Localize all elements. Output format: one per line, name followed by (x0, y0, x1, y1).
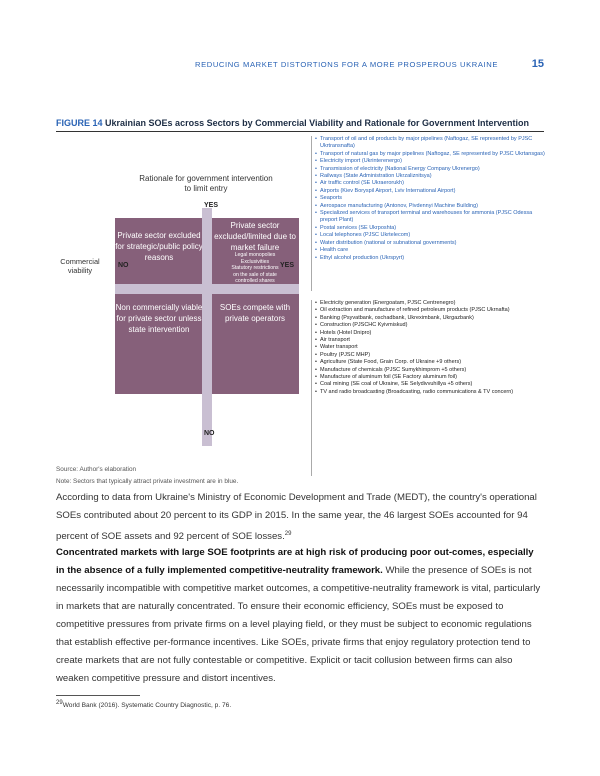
footnote: 29World Bank (2016). Systematic Country … (56, 700, 231, 709)
footnote-text: World Bank (2016). Systematic Country Di… (62, 702, 232, 710)
running-title: REDUCING MARKET DISTORTIONS FOR A MORE P… (195, 60, 498, 69)
subtext-line: controlled shares (235, 278, 275, 285)
page-number: 15 (531, 58, 544, 70)
list-item: Airports (Kiev Boryspil Airport, Lviv In… (312, 188, 548, 196)
axis-label-no-left: NO (118, 262, 129, 269)
list-item: Banking (Psyvatbank, oschadbank, Ukrexim… (312, 315, 548, 323)
list-item: Construction (PJSCHC Kyivmiskud) (312, 322, 548, 330)
figure-label: FIGURE 14 (56, 118, 103, 128)
quadrant-diagram: Rationale for government intervention to… (56, 136, 316, 446)
list-item: Agriculture (State Food, Grain Corp. of … (312, 359, 548, 367)
quadrant-bottom-left-text: Non commercially viable for private sect… (115, 303, 203, 334)
axis-label-yes-top: YES (204, 202, 219, 209)
footnote-ref[interactable]: 29 (284, 531, 292, 537)
list-item: Specialized services of transport termin… (312, 210, 548, 225)
figure-title-text: Ukrainian SOEs across Sectors by Commerc… (105, 118, 529, 128)
quadrant-bottom-right-text: SOEs compete with private operators (219, 303, 291, 323)
paragraph-text: While the presence of SOEs is not necess… (56, 565, 541, 684)
paragraph-text: According to data from Ukraine's Ministr… (56, 492, 537, 543)
list-item: Electricity generation (Energoatam, PJSC… (312, 300, 548, 308)
list-item: Ethyl alcohol production (Ukrspyrt) (312, 255, 548, 263)
figure-source: Source: Author's elaboration (56, 466, 137, 473)
axis-label-yes-right: YES (280, 262, 295, 269)
list-item: Manufacture of aluminum foil (SE Factory… (312, 374, 548, 382)
figure-rule (56, 131, 544, 132)
figure-title: FIGURE 14 Ukrainian SOEs across Sectors … (56, 118, 556, 128)
figure-note: Note: Sectors that typically attract pri… (56, 478, 239, 485)
commercial-viability-label: Commercial viability (60, 257, 100, 275)
list-item: Transmission of electricity (National En… (312, 166, 548, 174)
list-item: Air traffic control (SE Ukraerorukh) (312, 180, 548, 188)
list-item: Air transport (312, 337, 548, 345)
list-item: Transport of oil and oil products by maj… (312, 136, 548, 151)
list-item: Water distribution (national or subnatio… (312, 240, 548, 248)
subtext-line: Exclusivities (240, 258, 270, 265)
list-item: Local telephones (PJSC Ukrtelecom) (312, 232, 548, 240)
list-item: Poultry (PJSC MHP) (312, 352, 548, 360)
list-item: Oil extraction and manufacture of refine… (312, 307, 548, 315)
quadrant-top-right-text: Private sector excluded/limited due to m… (214, 221, 296, 252)
list-item: Seaports (312, 195, 548, 203)
list-item: Coal mining (SE coal of Ukraine, SE Sely… (312, 381, 548, 389)
sector-list-blue: Transport of oil and oil products by maj… (311, 136, 548, 291)
paragraph-lead: Concentrated markets with large SOE foot… (56, 547, 534, 576)
list-item: Water transport (312, 344, 548, 352)
footnote-rule (56, 695, 140, 696)
list-item: Railways (State Administration Ukrzalizn… (312, 173, 548, 181)
body-paragraph-2: Concentrated markets with large SOE foot… (56, 544, 544, 688)
sector-list-black: Electricity generation (Energoatam, PJSC… (311, 300, 548, 476)
rationale-axis-label: Rationale for government intervention to… (139, 174, 273, 193)
list-item: Postal services (SE Ukrposhta) (312, 225, 548, 233)
subtext-line: Legal monopolies (234, 252, 276, 258)
subtext-line: on the sale of state (233, 271, 277, 278)
list-item: Electricity import (Ukrinterenergo) (312, 158, 548, 166)
footnote-number: 29 (56, 700, 63, 706)
subtext-line: Statutory restrictions (231, 265, 279, 272)
body-paragraph-1: According to data from Ukraine's Ministr… (56, 489, 544, 546)
page-header: REDUCING MARKET DISTORTIONS FOR A MORE P… (0, 58, 600, 74)
list-item: TV and radio broadcasting (Broadcasting,… (312, 389, 548, 397)
quadrant-top-left-text: Private sector excluded for strategic/pu… (115, 231, 203, 262)
list-item: Manufacture of chemicals (PJSC Sumykhimp… (312, 367, 548, 375)
quadrant-top-right-subtext: Legal monopolies Exclusivities Statutory… (211, 252, 299, 285)
horizontal-axis-bar (115, 284, 299, 294)
list-item: Hotels (Hotel Dnipro) (312, 330, 548, 338)
quadrant-bottom-right: SOEs compete with private operators (211, 284, 299, 394)
axis-label-no-bottom: NO (204, 430, 215, 437)
list-item: Health care (312, 247, 548, 255)
vertical-axis-bar (202, 208, 212, 446)
list-item: Aerospace manufacturing (Antonov, Pivden… (312, 203, 548, 211)
quadrant-bottom-left: Non commercially viable for private sect… (115, 284, 203, 394)
list-item: Transport of natural gas by major pipeli… (312, 151, 548, 159)
